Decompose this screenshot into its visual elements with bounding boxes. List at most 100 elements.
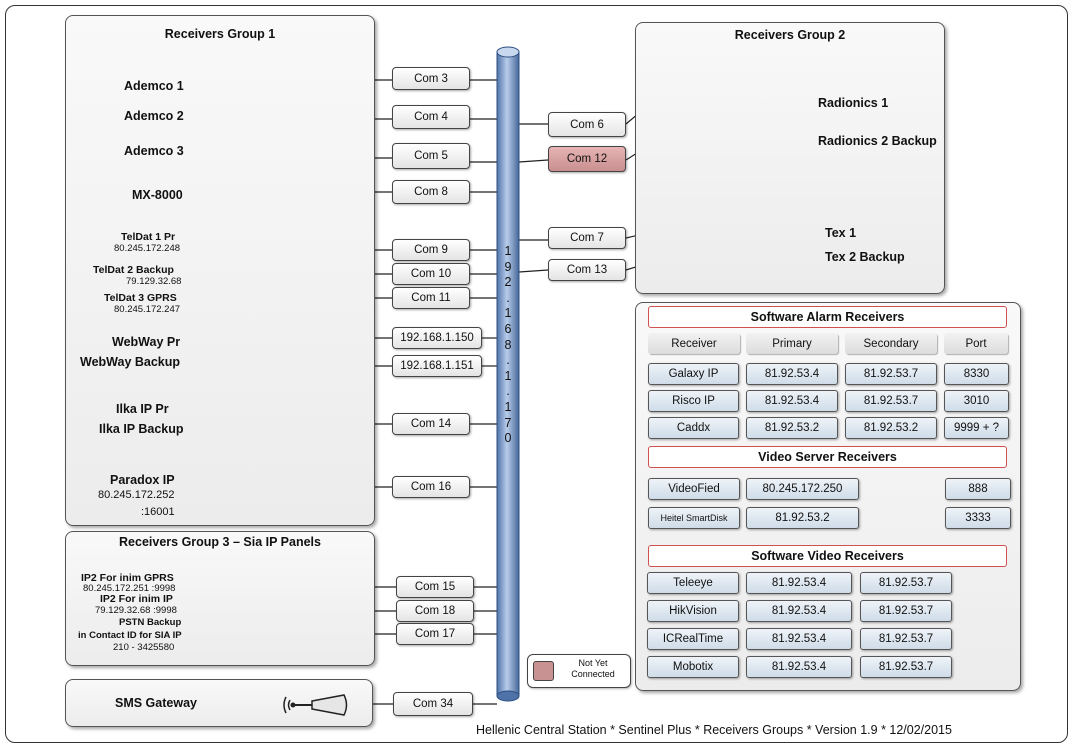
group-3-title: Receivers Group 3 – Sia IP Panels: [119, 535, 321, 549]
group-2-title: Receivers Group 2: [734, 28, 846, 42]
com-12: Com 12: [548, 146, 626, 172]
col-receiver-header: Receiver: [648, 333, 740, 354]
receivers-group-2: [635, 22, 945, 294]
com-4: Com 4: [392, 105, 470, 129]
group-1-title: Receivers Group 1: [164, 27, 276, 41]
pstn-contact-id-label: in Contact ID for SIA IP: [78, 630, 182, 641]
svideo-receiver-cell: ICRealTime: [647, 628, 739, 650]
alarm-primary-cell: 81.92.53.2: [746, 417, 838, 439]
com-15: Com 15: [396, 576, 474, 598]
pstn-phone: 210 - 3425580: [113, 642, 175, 653]
ip2-gprs-label: IP2 For inim GPRS: [81, 572, 174, 584]
com-3: Com 3: [392, 67, 470, 90]
alarm-port-cell: 9999 + ?: [944, 417, 1009, 439]
connection-line: [518, 269, 549, 273]
ip-192-168-1-151: 192.168.1.151: [392, 355, 482, 377]
com-9: Com 9: [392, 239, 470, 261]
teldat-3-ip: 80.245.172.247: [114, 304, 181, 315]
antenna-icon: [283, 694, 348, 716]
connection-line: [518, 159, 549, 163]
alarm-secondary-cell: 81.92.53.7: [845, 363, 937, 385]
col-port-header: Port: [944, 333, 1008, 354]
video-port-cell: 888: [945, 478, 1011, 500]
alarm-primary-cell: 81.92.53.4: [746, 363, 838, 385]
video-receiver-cell: VideoFied: [648, 478, 740, 500]
com-14: Com 14: [392, 413, 470, 435]
svideo-primary-cell: 81.92.53.4: [746, 656, 852, 678]
webway-backup-label: WebWay Backup: [80, 355, 181, 369]
not-connected-swatch: [533, 661, 554, 681]
software-alarm-receivers-title: Software Alarm Receivers: [648, 306, 1007, 328]
svideo-receiver-cell: Mobotix: [647, 656, 739, 678]
ip-192-168-1-150: 192.168.1.150: [392, 327, 482, 349]
com-18: Com 18: [396, 600, 474, 622]
radionics-1-label: Radionics 1: [818, 96, 889, 110]
alarm-receiver-cell: Galaxy IP: [648, 363, 739, 385]
bus-ip-label: 1 9 2 . 1 6 8 . 1 . 1 7 0: [504, 244, 512, 446]
teldat-2-label: TelDat 2 Backup: [93, 264, 174, 276]
com-34: Com 34: [393, 692, 473, 716]
com-13: Com 13: [548, 259, 626, 281]
svideo-receiver-cell: HikVision: [647, 600, 739, 622]
webway-pr-label: WebWay Pr: [112, 335, 181, 349]
alarm-primary-cell: 81.92.53.4: [746, 390, 838, 412]
svideo-receiver-cell: Teleeye: [647, 572, 739, 594]
alarm-receiver-cell: Risco IP: [648, 390, 739, 412]
video-ip-cell: 81.92.53.2: [746, 507, 859, 529]
paradox-ip: 80.245.172.252: [98, 489, 175, 501]
tex-2-label: Tex 2 Backup: [825, 250, 905, 264]
ip2-ip-ip: 79.129.32.68 :9998: [95, 605, 177, 616]
video-server-receivers-title: Video Server Receivers: [648, 446, 1007, 468]
col-primary-header: Primary: [746, 333, 838, 354]
com-11: Com 11: [392, 287, 470, 309]
svideo-primary-cell: 81.92.53.4: [746, 572, 852, 594]
pstn-label: PSTN Backup: [119, 617, 182, 628]
outer-frame: [5, 5, 1068, 743]
alarm-receiver-cell: Caddx: [648, 417, 739, 439]
svideo-secondary-cell: 81.92.53.7: [860, 656, 952, 678]
ip2-gprs-ip: 80.245.172.251 :9998: [83, 583, 176, 594]
ademco-3-label: Ademco 3: [124, 144, 184, 158]
ip2-ip-label: IP2 For inim IP: [100, 593, 173, 605]
teldat-3-label: TelDat 3 GPRS: [104, 292, 177, 304]
receivers-group-3: [65, 531, 375, 666]
com-7: Com 7: [548, 227, 626, 249]
legend: Not Yet Connected: [527, 654, 631, 688]
teldat-2-ip: 79.129.32.68: [126, 276, 182, 287]
com-17: Com 17: [396, 623, 474, 645]
sms-gateway-title: SMS Gateway: [115, 696, 197, 710]
com-10: Com 10: [392, 263, 470, 285]
mx-8000-label: MX-8000: [132, 188, 183, 202]
com-5: Com 5: [392, 143, 470, 169]
alarm-secondary-cell: 81.92.53.7: [845, 390, 937, 412]
paradox-label: Paradox IP: [110, 473, 175, 487]
ademco-2-label: Ademco 2: [124, 109, 184, 123]
ademco-1-label: Ademco 1: [124, 79, 184, 93]
video-receiver-cell: Heitel SmartDisk: [648, 507, 740, 529]
paradox-port: :16001: [141, 506, 175, 518]
footer-caption: Hellenic Central Station * Sentinel Plus…: [476, 723, 952, 737]
alarm-port-cell: 3010: [944, 390, 1009, 412]
video-ip-cell: 80.245.172.250: [746, 478, 859, 500]
svideo-primary-cell: 81.92.53.4: [746, 628, 852, 650]
not-connected-label: Not Yet Connected: [571, 658, 615, 679]
svideo-secondary-cell: 81.92.53.7: [860, 600, 952, 622]
svideo-secondary-cell: 81.92.53.7: [860, 628, 952, 650]
svideo-primary-cell: 81.92.53.4: [746, 600, 852, 622]
alarm-port-cell: 8330: [944, 363, 1009, 385]
com-6: Com 6: [548, 112, 626, 137]
radionics-2-label: Radionics 2 Backup: [818, 134, 937, 148]
tex-1-label: Tex 1: [825, 226, 857, 240]
com-16: Com 16: [392, 476, 470, 498]
teldat-1-label: TelDat 1 Pr: [121, 231, 176, 243]
com-8: Com 8: [392, 180, 470, 204]
network-bus-top: [496, 46, 520, 58]
ilka-backup-label: Ilka IP Backup: [99, 422, 184, 436]
receivers-group-1: [65, 15, 375, 526]
network-bus-bottom: [496, 690, 520, 702]
teldat-1-ip: 80.245.172.248: [114, 243, 181, 254]
alarm-secondary-cell: 81.92.53.2: [845, 417, 937, 439]
ilka-pr-label: Ilka IP Pr: [116, 402, 169, 416]
col-secondary-header: Secondary: [845, 333, 937, 354]
svideo-secondary-cell: 81.92.53.7: [860, 572, 952, 594]
